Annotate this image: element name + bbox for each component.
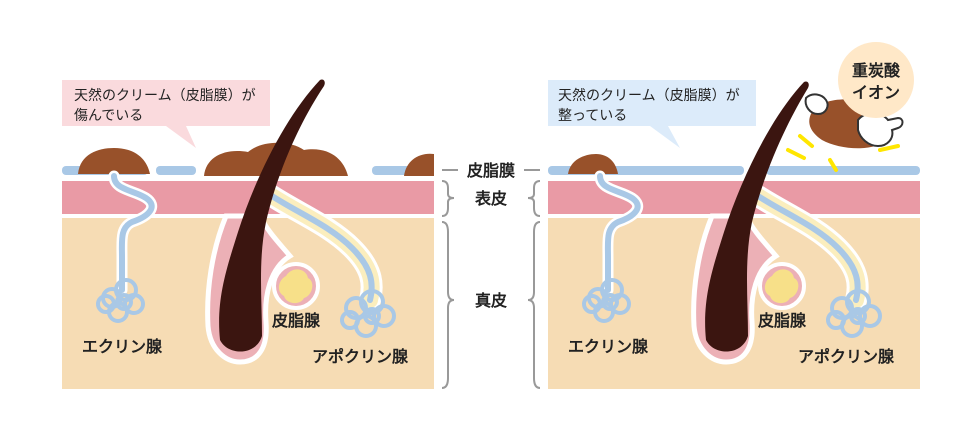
brace-right-dermis: [527, 221, 541, 389]
left-callout: 天然のクリーム（皮脂膜）が 傷んでいる: [62, 80, 270, 148]
badge-line1: 重炭酸: [852, 61, 901, 80]
label-epidermis: 表皮: [474, 189, 507, 208]
glove-hand-icon: [857, 112, 904, 148]
badge-circle: [838, 42, 914, 118]
right-callout-line1: 天然のクリーム（皮脂膜）が: [558, 87, 740, 104]
left-label-eccrine: エクリン腺: [82, 337, 163, 356]
right-callout-line2: 整っている: [558, 108, 627, 124]
sebaceous-gland-core: [764, 269, 799, 304]
sebaceous-gland-core: [278, 269, 313, 304]
sebum-blob: [78, 148, 150, 174]
sebum-film: [766, 166, 920, 175]
sebum-film-segment: [156, 166, 196, 175]
apocrine-gland: [747, 185, 882, 338]
eccrine-gland: [96, 170, 158, 323]
spark-lines: [786, 134, 900, 172]
left-label-sebaceous: 皮脂腺: [271, 311, 321, 330]
brace-left-epidermis: [441, 180, 455, 217]
label-dermis: 真皮: [475, 291, 507, 310]
left-label-apocrine: アポクリン腺: [312, 347, 409, 366]
left-callout-line1: 天然のクリーム（皮脂膜）が: [74, 87, 256, 104]
sebum-blob: [404, 153, 434, 176]
layer-labels: 皮脂膜 表皮 真皮: [441, 161, 541, 389]
left-panel: [62, 79, 434, 389]
apocrine-gland: [261, 185, 396, 338]
right-label-apocrine: アポクリン腺: [798, 347, 895, 366]
brace-left-dermis: [441, 221, 455, 389]
brace-right-epidermis: [527, 180, 541, 217]
right-callout: 天然のクリーム（皮脂膜）が 整っている: [548, 80, 756, 148]
badge-line2: イオン: [852, 83, 900, 102]
glove-hand-icon: [804, 93, 829, 116]
label-sebum-film: 皮脂膜: [466, 161, 515, 180]
sebum-blob: [568, 154, 618, 174]
right-label-eccrine: エクリン腺: [568, 337, 649, 356]
left-callout-line2: 傷んでいる: [74, 108, 143, 124]
bicarbonate-ion-character: 重炭酸 イオン: [786, 42, 914, 172]
right-panel: 重炭酸 イオン: [548, 42, 920, 389]
right-label-sebaceous: 皮脂腺: [757, 311, 807, 330]
eccrine-gland: [582, 170, 644, 323]
hair-shaft: [705, 81, 809, 352]
hair-shaft: [219, 79, 325, 352]
